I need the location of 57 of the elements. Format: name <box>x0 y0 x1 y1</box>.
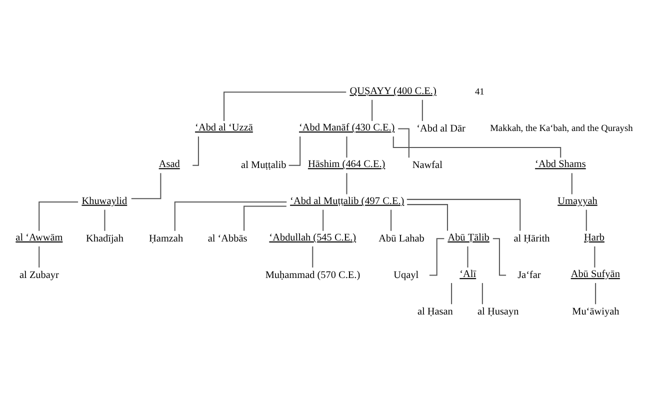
node-text: ‘Abd al Dār <box>416 122 466 134</box>
connector <box>38 246 40 268</box>
connector <box>392 136 562 158</box>
connector <box>38 200 78 230</box>
connector <box>244 205 286 230</box>
connector <box>104 209 106 230</box>
node-text: Ḥamzah <box>149 232 184 244</box>
connector <box>467 246 468 268</box>
node-text: Khadījah <box>86 232 124 244</box>
node-text: Asad <box>158 158 180 170</box>
node-text: Umayyah <box>558 195 598 206</box>
connector <box>390 209 392 230</box>
connector <box>224 91 346 120</box>
node-text: Ḥarb <box>584 232 604 243</box>
connector <box>406 198 521 230</box>
label: Makkah, the Ka‘bah, and the Quraysh <box>490 124 633 134</box>
connector <box>482 282 483 304</box>
node-text: QUṢAYY (400 C.E.) <box>350 85 436 96</box>
connector <box>586 209 587 230</box>
node-text: al Ḥasan <box>417 306 453 318</box>
connector <box>407 204 448 230</box>
connector <box>312 246 314 268</box>
node-text: Hāshim (464 C.E.) <box>308 158 386 170</box>
connector <box>398 128 410 158</box>
connector <box>451 282 452 304</box>
connector <box>372 99 373 120</box>
node-text: ‘Abd Shams <box>535 158 586 170</box>
node-text: ‘Abd Manāf (430 C.E.) <box>299 122 395 134</box>
node-text: Uqayl <box>394 269 419 280</box>
node-text: Mu‘āwiyah <box>572 306 620 318</box>
node-text: al Zubayr <box>20 269 59 280</box>
node-text: Abū Sufyān <box>570 268 620 280</box>
node-text: ‘Abd al ‘Uzzā <box>195 122 253 134</box>
node-text: al ‘Awwām <box>16 232 63 243</box>
node-text: Abū Ṭālib <box>448 232 490 243</box>
connector <box>422 99 423 120</box>
node-text: ‘Abdullah (545 C.E.) <box>269 232 356 243</box>
node-text: Ja‘far <box>518 269 541 280</box>
label: 41 <box>474 86 484 97</box>
connector <box>131 172 162 199</box>
connector <box>594 246 596 268</box>
connector <box>571 172 572 194</box>
node-text: Muḥammad (570 C.E.) <box>265 269 360 280</box>
node-text: al ‘Abbās <box>208 232 248 244</box>
node-text: Abū Lahab <box>378 232 424 244</box>
node-text: Nawfal <box>412 160 442 170</box>
connector <box>322 209 324 230</box>
node-text: al Muṭṭalib <box>241 160 286 170</box>
node-text: ‘Abd al Muṭṭalib (497 C.E.) <box>290 195 404 206</box>
connector <box>174 200 287 230</box>
node-text: Khuwaylid <box>82 195 128 206</box>
connector <box>595 282 596 304</box>
node-text: al Ḥārith <box>514 232 550 244</box>
connector <box>346 172 348 194</box>
node-text: ‘Alī <box>460 268 476 280</box>
connector <box>346 136 348 158</box>
node-text: al Ḥusayn <box>478 306 519 318</box>
